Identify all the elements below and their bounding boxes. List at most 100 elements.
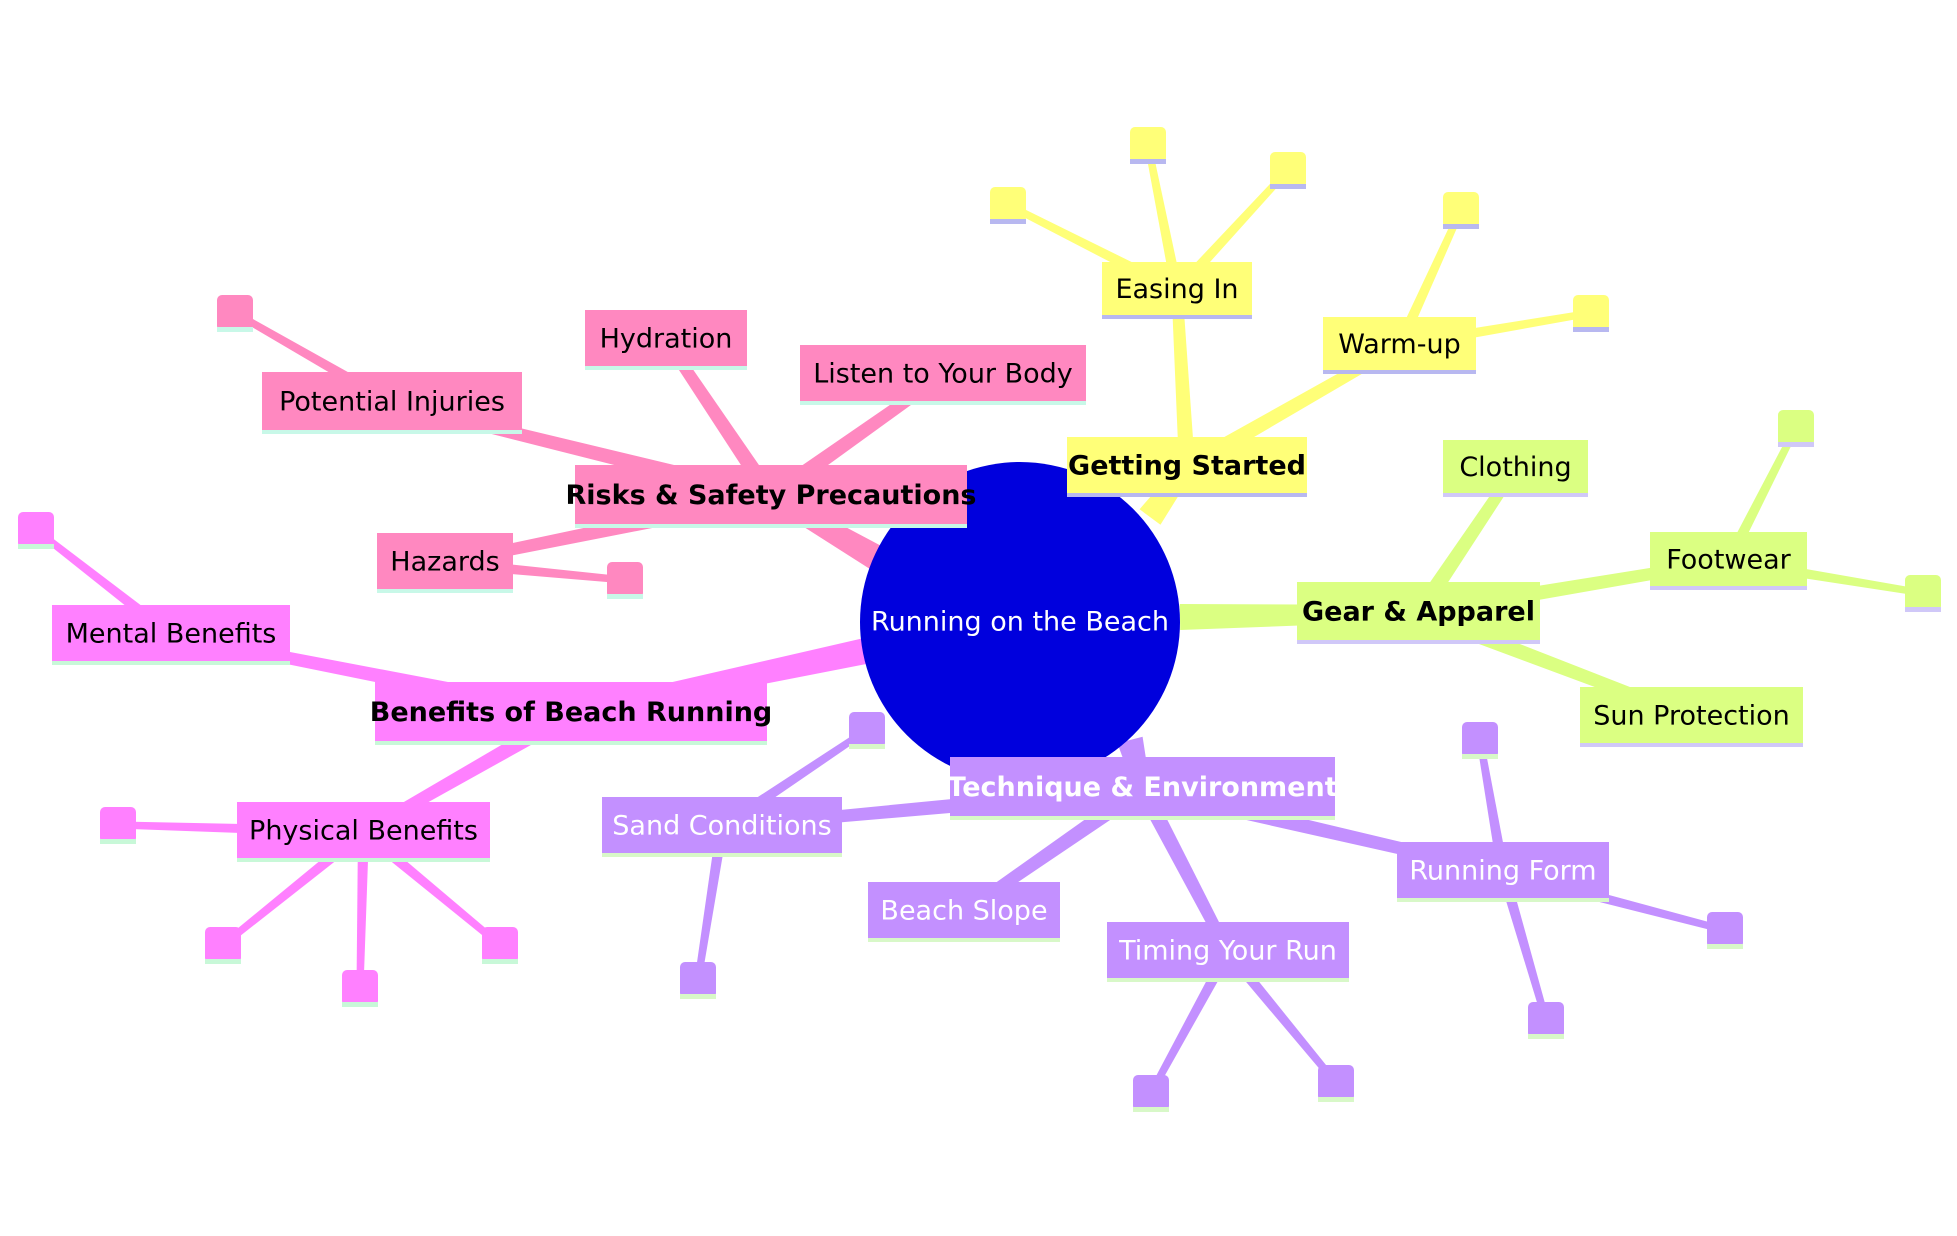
- node-sun-protection-underline: [1580, 743, 1803, 747]
- leaf-warm-up-0[interactable]: [1443, 192, 1479, 229]
- node-physical-benefits-box: [237, 802, 490, 862]
- leaf-easing-in-2[interactable]: [1270, 152, 1306, 189]
- node-hydration-label: Hydration: [600, 324, 733, 355]
- node-listen-to-your-body[interactable]: Listen to Your Body: [800, 345, 1086, 405]
- node-beach-slope-underline: [868, 938, 1060, 942]
- node-warm-up[interactable]: Warm-up: [1323, 317, 1476, 374]
- leaf-sand-conditions-0-box: [849, 712, 885, 748]
- leaf-easing-in-2-box: [1270, 152, 1306, 188]
- leaf-timing-your-run-1-underline: [1318, 1097, 1354, 1102]
- node-risks-safety-label: Risks & Safety Precautions: [566, 480, 977, 511]
- node-physical-benefits[interactable]: Physical Benefits: [237, 802, 490, 862]
- leaf-running-form-2-underline: [1528, 1034, 1564, 1039]
- leaf-physical-benefits-0[interactable]: [100, 807, 136, 844]
- node-risks-safety[interactable]: Risks & Safety Precautions: [566, 465, 977, 528]
- node-listen-to-your-body-underline: [800, 401, 1086, 405]
- leaf-hazards-0[interactable]: [607, 562, 643, 599]
- node-sand-conditions-box: [602, 797, 842, 857]
- node-mental-benefits[interactable]: Mental Benefits: [52, 605, 290, 665]
- node-footwear[interactable]: Footwear: [1650, 532, 1807, 590]
- node-hazards-label: Hazards: [390, 547, 499, 578]
- node-clothing-underline: [1443, 493, 1588, 497]
- leaf-potential-injuries-0-box: [217, 295, 253, 331]
- leaf-sand-conditions-0[interactable]: [849, 712, 885, 749]
- node-physical-benefits-label: Physical Benefits: [249, 816, 478, 847]
- node-sand-conditions[interactable]: Sand Conditions: [602, 797, 842, 857]
- node-running-form[interactable]: Running Form: [1397, 842, 1609, 902]
- node-easing-in[interactable]: Easing In: [1102, 262, 1252, 319]
- node-gear-apparel[interactable]: Gear & Apparel: [1297, 582, 1540, 644]
- leaf-mental-benefits-0-underline: [18, 544, 54, 549]
- node-beach-slope[interactable]: Beach Slope: [868, 882, 1060, 942]
- node-listen-to-your-body-label: Listen to Your Body: [813, 359, 1073, 390]
- leaf-footwear-1-underline: [1905, 607, 1941, 612]
- node-potential-injuries-underline: [262, 430, 522, 434]
- node-technique-environment[interactable]: Technique & Environment: [947, 757, 1338, 820]
- leaf-physical-benefits-2[interactable]: [342, 970, 378, 1007]
- node-sun-protection[interactable]: Sun Protection: [1580, 687, 1803, 747]
- node-getting-started-box: [1067, 437, 1307, 497]
- node-timing-your-run[interactable]: Timing Your Run: [1107, 922, 1349, 982]
- node-potential-injuries[interactable]: Potential Injuries: [262, 372, 522, 434]
- leaf-timing-your-run-0-underline: [1133, 1107, 1169, 1112]
- node-mental-benefits-box: [52, 605, 290, 665]
- leaf-easing-in-1-box: [1130, 127, 1166, 163]
- node-hazards[interactable]: Hazards: [377, 533, 513, 593]
- leaf-hazards-0-underline: [607, 594, 643, 599]
- leaf-physical-benefits-3[interactable]: [482, 927, 518, 964]
- node-technique-environment-box: [950, 757, 1335, 820]
- edge-easing-in-leaf-1: [1144, 144, 1183, 292]
- leaf-running-form-1[interactable]: [1707, 912, 1743, 949]
- leaf-sand-conditions-0-underline: [849, 744, 885, 749]
- node-beach-slope-box: [868, 882, 1060, 942]
- leaf-physical-benefits-1[interactable]: [205, 927, 241, 964]
- leaf-easing-in-0[interactable]: [990, 187, 1026, 224]
- leaf-physical-benefits-2-box: [342, 970, 378, 1006]
- node-running-form-box: [1397, 842, 1609, 902]
- leaf-footwear-1[interactable]: [1905, 575, 1941, 612]
- leaf-running-form-2[interactable]: [1528, 1002, 1564, 1039]
- edge-running-form-leaf-0: [1476, 739, 1509, 873]
- leaf-running-form-0[interactable]: [1462, 722, 1498, 759]
- node-easing-in-underline: [1102, 315, 1252, 319]
- leaf-mental-benefits-0[interactable]: [18, 512, 54, 549]
- leaf-sand-conditions-1-underline: [680, 994, 716, 999]
- leaf-running-form-0-box: [1462, 722, 1498, 758]
- leaf-timing-your-run-0[interactable]: [1133, 1075, 1169, 1112]
- leaf-warm-up-1[interactable]: [1573, 295, 1609, 332]
- root-node-circle: [860, 462, 1180, 782]
- edge-warm-up-leaf-0: [1394, 208, 1465, 348]
- node-running-form-label: Running Form: [1409, 856, 1596, 887]
- node-benefits-box: [375, 682, 767, 745]
- node-sun-protection-label: Sun Protection: [1593, 701, 1790, 732]
- node-potential-injuries-label: Potential Injuries: [279, 387, 505, 418]
- leaf-physical-benefits-1-underline: [205, 959, 241, 964]
- leaf-footwear-0[interactable]: [1778, 410, 1814, 447]
- node-footwear-underline: [1650, 586, 1807, 590]
- leaf-running-form-0-underline: [1462, 754, 1498, 759]
- node-mental-benefits-label: Mental Benefits: [66, 619, 277, 650]
- root-node[interactable]: Running on the Beach: [860, 462, 1180, 782]
- node-running-form-underline: [1397, 898, 1609, 902]
- leaf-sand-conditions-1[interactable]: [680, 962, 716, 999]
- node-risks-safety-box: [575, 465, 967, 528]
- edge-timing-your-run-leaf-0: [1147, 949, 1233, 1095]
- edge-gear-apparel-clothing: [1411, 465, 1521, 618]
- node-getting-started[interactable]: Getting Started: [1067, 437, 1307, 497]
- node-clothing-label: Clothing: [1459, 452, 1571, 483]
- leaf-easing-in-1[interactable]: [1130, 127, 1166, 164]
- node-clothing[interactable]: Clothing: [1443, 440, 1588, 497]
- leaf-timing-your-run-1[interactable]: [1318, 1065, 1354, 1102]
- leaf-footwear-0-box: [1778, 410, 1814, 446]
- node-mental-benefits-underline: [52, 661, 290, 665]
- node-benefits[interactable]: Benefits of Beach Running: [370, 682, 773, 745]
- leaf-footwear-1-box: [1905, 575, 1941, 611]
- edge-getting-started-easing-in: [1171, 290, 1195, 468]
- node-sand-conditions-label: Sand Conditions: [612, 811, 831, 842]
- node-sand-conditions-underline: [602, 853, 842, 857]
- node-hydration[interactable]: Hydration: [585, 310, 747, 370]
- leaf-potential-injuries-0[interactable]: [217, 295, 253, 332]
- leaf-timing-your-run-1-box: [1318, 1065, 1354, 1101]
- leaf-easing-in-0-underline: [990, 219, 1026, 224]
